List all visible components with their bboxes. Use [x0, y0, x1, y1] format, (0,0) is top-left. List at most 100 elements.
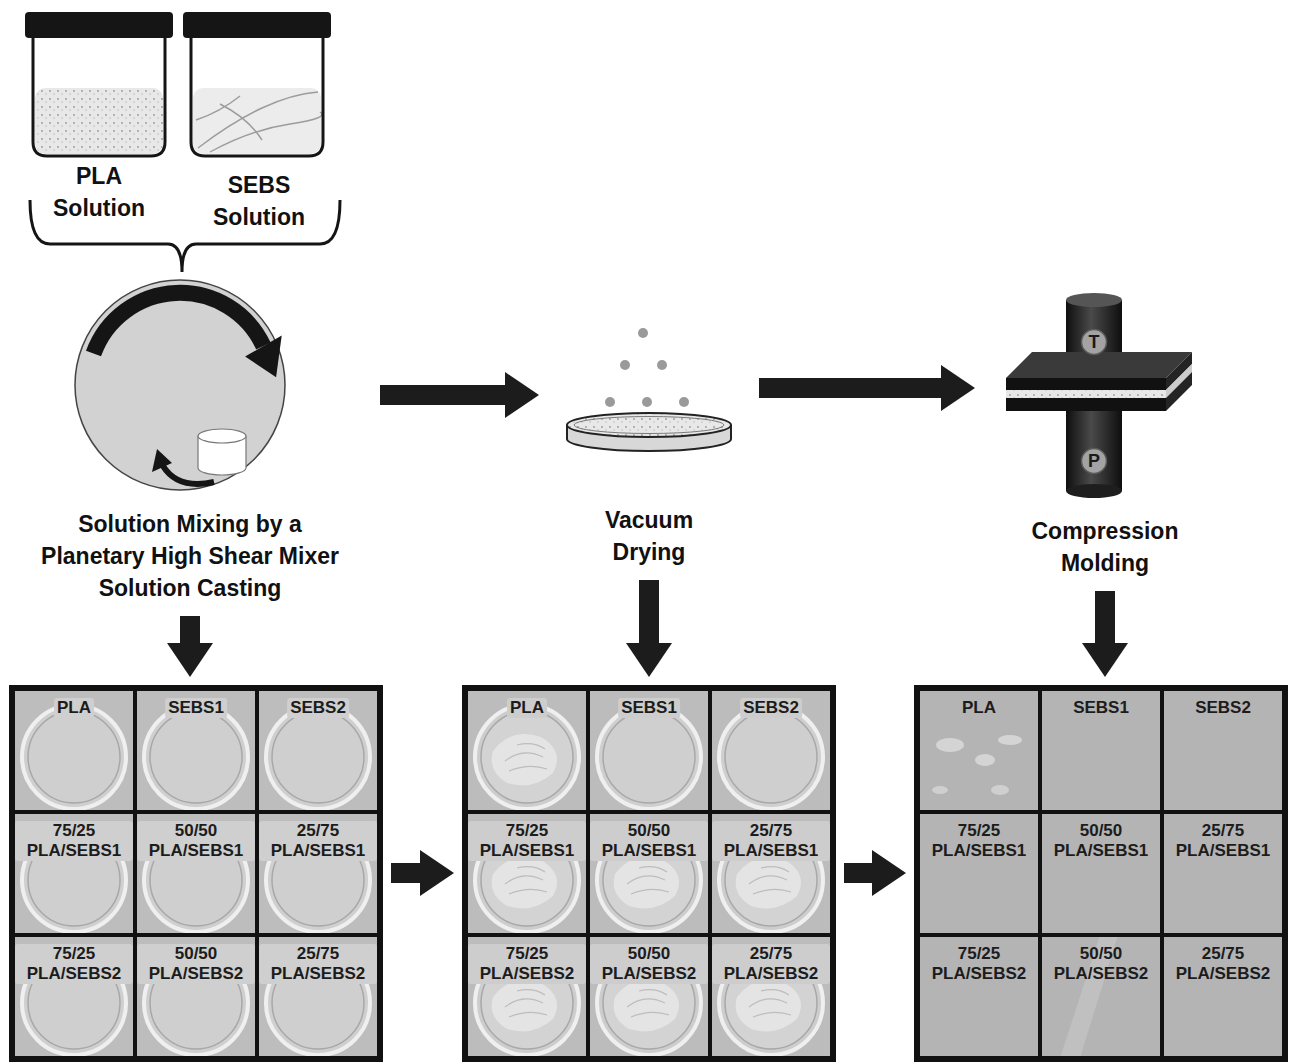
sample-photo: 25/75 PLA/SEBS2: [710, 935, 832, 1058]
sample-label: 75/25 PLA/SEBS1: [468, 821, 586, 861]
sample-photo: 25/75 PLA/SEBS1: [257, 812, 379, 935]
planetary-mixer: [75, 280, 285, 490]
sample-photo: SEBS2: [1162, 689, 1284, 812]
jar-wall: [33, 38, 165, 156]
sample-label: SEBS2: [1192, 698, 1254, 718]
solvent-dot: [620, 360, 630, 370]
upper-plate-front: [1006, 378, 1166, 390]
sample-photo: SEBS1: [588, 689, 710, 812]
lower-ram: [1066, 411, 1122, 491]
sample-photo: 75/25 PLA/SEBS2: [466, 935, 588, 1058]
petri-dish: [597, 705, 701, 809]
sample-photo: 50/50 PLA/SEBS1: [1040, 812, 1162, 935]
sample-photo: PLA: [918, 689, 1040, 812]
sample-photo: 75/25 PLA/SEBS1: [918, 812, 1040, 935]
sample-label: 50/50 PLA/SEBS2: [590, 944, 708, 984]
upper-plate-top: [1006, 352, 1192, 378]
step-caption: Solution Mixing by a Planetary High Shea…: [32, 508, 348, 604]
sample-label: 25/75 PLA/SEBS1: [712, 821, 830, 861]
step-caption: Vacuum Drying: [584, 504, 714, 568]
sample-photo-grid: PLASEBS1SEBS275/25 PLA/SEBS150/50 PLA/SE…: [9, 685, 383, 1062]
sample-label: 75/25 PLA/SEBS2: [468, 944, 586, 984]
sample-photo: 25/75 PLA/SEBS1: [710, 812, 832, 935]
rotation-arrow: [163, 466, 214, 484]
photo-ground: [918, 689, 1284, 1058]
solvent-dot: [657, 360, 667, 370]
sample-label: 50/50 PLA/SEBS1: [1042, 821, 1160, 861]
symbol-letter: P: [1080, 447, 1108, 475]
petri-dish: [266, 705, 370, 809]
sample-label: 75/25 PLA/SEBS2: [920, 944, 1038, 984]
sample-label: 50/50 PLA/SEBS1: [590, 821, 708, 861]
sample-label: 50/50 PLA/SEBS2: [1042, 944, 1160, 984]
sheet-blotch: [932, 786, 948, 794]
lower-ram-bottom: [1066, 484, 1122, 498]
sample-label: PLA: [959, 698, 999, 718]
sample-photo-grid: PLASEBS1SEBS275/25 PLA/SEBS150/50 PLA/SE…: [914, 685, 1288, 1062]
molded-sheet-photos: [918, 689, 1284, 1058]
mixer-vessel: [75, 280, 285, 490]
petri-dish: [719, 705, 823, 809]
rotation-arrowhead: [152, 449, 172, 472]
lower-plate-front: [1006, 398, 1166, 411]
dried-photos: [466, 689, 832, 1058]
process-arrow: [391, 863, 420, 883]
sample-photo: 25/75 PLA/SEBS1: [1162, 812, 1284, 935]
sample-photo: 50/50 PLA/SEBS2: [1040, 935, 1162, 1058]
sample-label: 75/25 PLA/SEBS1: [15, 821, 133, 861]
step-caption: PLA Solution: [39, 160, 159, 224]
jar-lid: [183, 12, 331, 38]
solvent-dot: [679, 397, 689, 407]
process-arrow: [1095, 591, 1115, 643]
symbol-letter: T: [1080, 328, 1108, 356]
sample-photo: 50/50 PLA/SEBS1: [588, 812, 710, 935]
sample-photo: 75/25 PLA/SEBS1: [466, 812, 588, 935]
sample-photo: PLA: [466, 689, 588, 812]
sample-label: 25/75 PLA/SEBS2: [712, 944, 830, 984]
mixing-step: Solution Mixing by a Planetary High Shea…: [20, 278, 360, 608]
sebs-solution-fill: [193, 88, 321, 154]
sample-photo-grid: PLASEBS1SEBS275/25 PLA/SEBS150/50 PLA/SE…: [462, 685, 836, 1062]
sample-photo: SEBS1: [135, 689, 257, 812]
sheet-blotch: [936, 738, 964, 752]
sample-photo: 50/50 PLA/SEBS2: [588, 935, 710, 1058]
sample-label: 25/75 PLA/SEBS1: [259, 821, 377, 861]
process-arrow: [639, 580, 659, 643]
process-arrow: [380, 385, 505, 405]
sample-photo: 75/25 PLA/SEBS2: [13, 935, 135, 1058]
sample-label: 25/75 PLA/SEBS1: [1164, 821, 1282, 861]
lower-plate-side: [1166, 372, 1192, 411]
revolution-arrowhead: [245, 335, 282, 377]
sample-label: SEBS1: [1070, 698, 1132, 718]
solvent-dot: [642, 397, 652, 407]
sheet-blotch: [991, 785, 1009, 795]
process-arrow: [759, 378, 941, 398]
sample-label: SEBS1: [618, 698, 680, 718]
petri-dish: [22, 705, 126, 809]
molding-step: Compression Molding T P: [995, 288, 1215, 583]
sample-cup-top: [198, 429, 246, 443]
sample-photo: 75/25 PLA/SEBS1: [13, 812, 135, 935]
sheet-blotch: [975, 754, 995, 766]
casting-photos: [13, 689, 379, 1058]
marble-streak: [196, 92, 322, 152]
drying-step: Vacuum Drying: [559, 318, 739, 572]
sample-photo: 75/25 PLA/SEBS2: [918, 935, 1040, 1058]
solvent-dot: [638, 328, 648, 338]
sample-label: 25/75 PLA/SEBS2: [259, 944, 377, 984]
sample-photo: SEBS2: [257, 689, 379, 812]
sample-photo: 50/50 PLA/SEBS2: [135, 935, 257, 1058]
sample-label: 75/25 PLA/SEBS1: [920, 821, 1038, 861]
upper-ram-top: [1066, 293, 1122, 307]
dish-inner-rim: [574, 417, 724, 434]
solution-jar: SEBS Solution: [180, 8, 338, 237]
solvent-dot: [605, 397, 615, 407]
jar-lid: [25, 12, 173, 38]
process-arrow: [844, 863, 872, 883]
sheet-blotch: [998, 735, 1022, 745]
photo-ground: [13, 689, 379, 1058]
photo-ground: [466, 689, 832, 1058]
step-caption: Compression Molding: [1015, 515, 1195, 579]
sample-photo: 25/75 PLA/SEBS2: [1162, 935, 1284, 1058]
sample-layer: [1006, 390, 1166, 398]
